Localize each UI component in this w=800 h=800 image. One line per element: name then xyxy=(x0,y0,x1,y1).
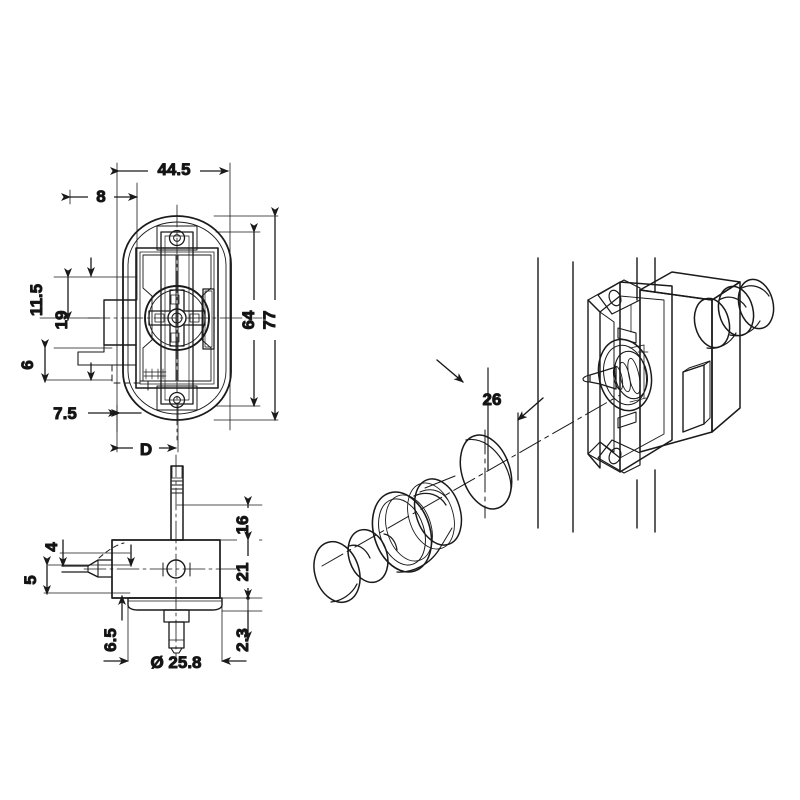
dim-7-5-label: 7.5 xyxy=(53,404,77,423)
cover-disc xyxy=(459,434,513,510)
side-spindle xyxy=(170,465,184,541)
dim-44-5: 44.5 xyxy=(110,158,229,180)
assembly-axis xyxy=(321,394,621,567)
dim-D: D xyxy=(110,436,177,460)
dim-diameter-25-8: Ø 25.8 xyxy=(103,649,247,673)
dim-64: 64 xyxy=(239,223,265,407)
exploded-assembly-view: 26 xyxy=(313,257,775,604)
dim-6: 6 xyxy=(18,339,95,383)
dim-44-5-label: 44.5 xyxy=(157,160,190,179)
dim-diameter-25-8-label: Ø 25.8 xyxy=(150,653,201,672)
dim-7-5: 7.5 xyxy=(44,401,142,424)
dim-19-label: 19 xyxy=(52,311,71,330)
dim-6-5: 6.5 xyxy=(101,595,126,652)
dim-16: 16 xyxy=(233,496,259,542)
dim-26: 26 xyxy=(436,359,544,481)
dim-21-label: 21 xyxy=(233,563,252,582)
dim-11-5: 11.5 xyxy=(27,268,72,321)
dim-2-3-label: 2.3 xyxy=(233,628,252,652)
dim-26-label: 26 xyxy=(483,390,502,409)
dim-64-label: 64 xyxy=(239,310,258,329)
front-lock-body xyxy=(77,204,263,441)
dim-11-5-label: 11.5 xyxy=(27,284,46,316)
dim-19: 19 xyxy=(52,310,72,330)
front-view: 44.5 8 11.5 19 6 xyxy=(18,158,286,460)
dim-2-3: 2.3 xyxy=(233,596,253,652)
dim-16-label: 16 xyxy=(233,516,252,535)
dim-4: 4 xyxy=(42,539,135,567)
dim-8-label: 8 xyxy=(96,187,105,206)
dim-5-label: 5 xyxy=(21,575,40,584)
dim-8: 8 xyxy=(61,185,138,207)
side-body xyxy=(61,454,237,661)
side-section-view: 16 21 2.3 4 5 6.5 xyxy=(21,454,263,673)
dim-21: 21 xyxy=(233,531,259,599)
dim-4-label: 4 xyxy=(42,542,61,552)
dim-5: 5 xyxy=(21,556,51,595)
dim-6-5-label: 6.5 xyxy=(101,628,120,652)
cabinet-panel xyxy=(537,257,656,533)
knob-cap xyxy=(313,528,398,604)
dim-77: 77 xyxy=(260,207,286,421)
dim-6-label: 6 xyxy=(18,360,37,369)
side-view-witness-lines xyxy=(43,504,263,661)
dim-77-label: 77 xyxy=(260,311,279,330)
lock-body xyxy=(582,271,775,474)
bezel-ring xyxy=(371,475,463,573)
dim-D-label: D xyxy=(140,440,152,459)
